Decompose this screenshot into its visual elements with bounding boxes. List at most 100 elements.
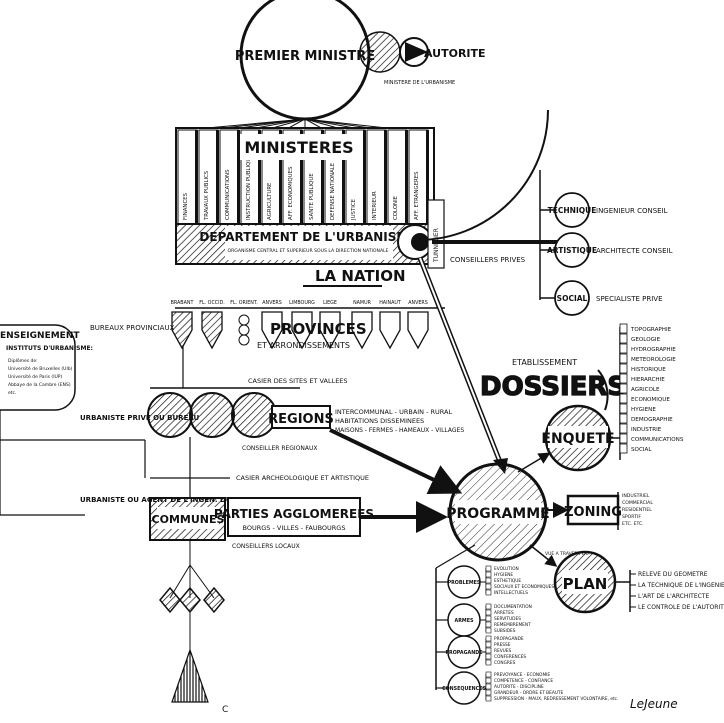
province-marker (319, 311, 341, 350)
conseillers-locaux-label: CONSEILLERS LOCAUX (232, 543, 300, 550)
enquete-item-label: HYDROGRAPHIE (631, 347, 676, 353)
enquete-title: ENQUETE (541, 431, 614, 447)
bottom-circle-list: PROBLEMESEVOLUTIONHYGIENEESTHETIQUESOCIA… (436, 565, 618, 705)
ministry-column-shade (342, 130, 345, 224)
provinces-subtitle: ET ARRONDISSEMENTS (257, 341, 350, 350)
plan-caption: VUE A TRAVERS DU (545, 551, 589, 557)
parties-title: PARTIES AGGLOMEREES (214, 507, 374, 521)
autorite-label: AUTORITE (424, 47, 486, 60)
advisor-circle (554, 232, 590, 268)
ministry-column-label: DEFENSE NATIONALE (330, 162, 336, 220)
bottom-circle-item: EVOLUTION (494, 566, 519, 572)
ministere-urbanisme-label: MINISTERE DE L'URBANISME (384, 80, 455, 86)
ministry-column-shade (363, 130, 366, 224)
enquete-item-box (619, 383, 628, 394)
zoning-node: ZONING INDUSTRIELCOMMERCIALRESIDENTIELSP… (564, 492, 653, 530)
advisor-circle-label: ARTISTIQUE (547, 246, 597, 255)
regions-row: CASIER DES SITES ET VALLEES REGIONS INTE… (147, 377, 464, 482)
ministry-column-shade (195, 130, 198, 224)
province-name: FL. OCCID. (199, 300, 225, 306)
ministry-column-shade (300, 130, 303, 224)
bottom-circle-item: INTELLECTUELS (494, 590, 528, 596)
bottom-circle-item: PROPAGANDE (494, 636, 524, 642)
bottom-circle-label: ARMES (455, 618, 474, 624)
advisor-role-label: ARCHITECTE CONSEIL (596, 247, 673, 255)
ministry-column-label: COLONIE (393, 195, 399, 220)
enquete-item-box (619, 353, 628, 364)
ministry-column-shade (279, 130, 282, 224)
enquete-item-box (619, 393, 628, 404)
lower-tree (159, 540, 225, 703)
provinces-title: PROVINCES (270, 320, 367, 338)
ministry-column-shade (321, 130, 324, 224)
ministry-column-shade (384, 130, 387, 224)
footer-c-label: C (222, 705, 228, 715)
bottom-circle-item: SUPPRESSION - MAUX, REDRESSEMENT VOLONTA… (494, 696, 618, 702)
regions-desc-3: MAISONS - FERMES - HAMEAUX - VILLAGES (335, 427, 464, 434)
province-marker (201, 311, 223, 350)
province-marker (261, 311, 283, 350)
ministry-column-label: INTERIEUR (372, 191, 378, 220)
ministry-column-label: AFF. ETRANGERES (414, 171, 420, 220)
zoning-item-label: INDUSTRIEL (622, 493, 650, 499)
plan-role-label: LA TECHNIQUE DE L'INGENIEUR (638, 582, 724, 589)
enquete-item-box (619, 423, 628, 434)
zoning-item-label: SPORTIF (622, 514, 641, 520)
ministry-column-shade (426, 130, 429, 224)
bottom-circle-item: REVUES (494, 648, 511, 654)
ministry-column-label: FINANCES (183, 192, 189, 220)
ministry-column-shade (258, 130, 261, 224)
province-name: HAINAUT (379, 300, 401, 306)
urbaniste-prive-label: URBANISTE PRIVE OU BUREAU (80, 414, 200, 422)
zoning-item-label: COMMERCIAL (622, 500, 653, 506)
province-marker (171, 311, 193, 350)
advisor-circle (554, 192, 590, 228)
enseignement-title: ENSEIGNEMENT (0, 331, 80, 341)
instituts-label: INSTITUTS D'URBANISME: (6, 345, 93, 352)
enquete-list: TOPOGRAPHIEGEOLOGIEHYDROGRAPHIEMETEOROLO… (619, 323, 684, 454)
bottom-circle-item: CONFERENCES (494, 654, 526, 660)
bureaux-provinciaux-label: BUREAUX PROVINCIAUX (90, 324, 175, 332)
programme-node: PROGRAMME (446, 452, 569, 567)
departement-urbanisme: DEPARTEMENT DE L'URBANISME ORGANISME CEN… (175, 199, 445, 269)
signature-label: LeJeune (630, 697, 678, 711)
province-name: LIEGE (323, 300, 337, 306)
zoning-item-label: ETC. ETC. (622, 521, 644, 527)
bottom-circle-item: HYGIENE (494, 572, 513, 578)
enquete-item-label: SOCIAL (631, 447, 652, 453)
parties-subtitle: BOURGS - VILLES - FAUBOURGS (243, 524, 346, 532)
ministry-column-label: AFF. ECONOMIQUES (288, 166, 294, 220)
enquete-item-label: TOPOGRAPHIE (630, 327, 672, 333)
plan-role-label: RELEVE DU GEOMETRE (638, 571, 708, 578)
advisor-role-label: INGENIEUR CONSEIL (596, 207, 668, 215)
bottom-circle-item: CONGRES (494, 660, 516, 666)
flow-arrows (329, 257, 508, 495)
enseignement-line-4: Abbaye de la Cambre (ENS) (8, 382, 71, 388)
bottom-circle-item: SOCIAUX ET ECONOMIQUES (494, 584, 554, 590)
dossiers-title: DOSSIERS (480, 372, 626, 402)
ministry-column-shade (216, 130, 219, 224)
bottom-circle-label: CONSEQUENCES (442, 686, 486, 692)
enseignement-block: ENSEIGNEMENT INSTITUTS D'URBANISME: Dipl… (0, 324, 145, 516)
province-marker (238, 334, 250, 346)
province-marker (238, 314, 250, 326)
conseillers-prives-label: CONSEILLERS PRIVES (450, 256, 526, 264)
plan-role-label: LE CONTROLE DE L'AUTORITE (638, 604, 724, 611)
programme-title: PROGRAMME (446, 506, 549, 522)
etablissement-label: ETABLISSEMENT (512, 358, 577, 367)
province-marker (407, 311, 429, 350)
enseignement-line-3: Université de Paris (IUP) (8, 373, 63, 380)
ministry-column-shade (237, 130, 240, 224)
communes-title: COMMUNES (152, 513, 225, 526)
premier-ministre-node: PREMIER MINISTRE (235, 0, 375, 121)
enquete-item-box (619, 433, 628, 444)
autorite-node: AUTORITE MINISTERE DE L'URBANISME (359, 31, 486, 86)
ministry-column-label: JUSTICE (351, 198, 357, 221)
province-name: LIMBOURG (289, 300, 315, 306)
bottom-circle-item: SERVITUDES (494, 616, 521, 622)
enseignement-line-2: Université de Bruxelles (Ulb) (8, 365, 73, 372)
